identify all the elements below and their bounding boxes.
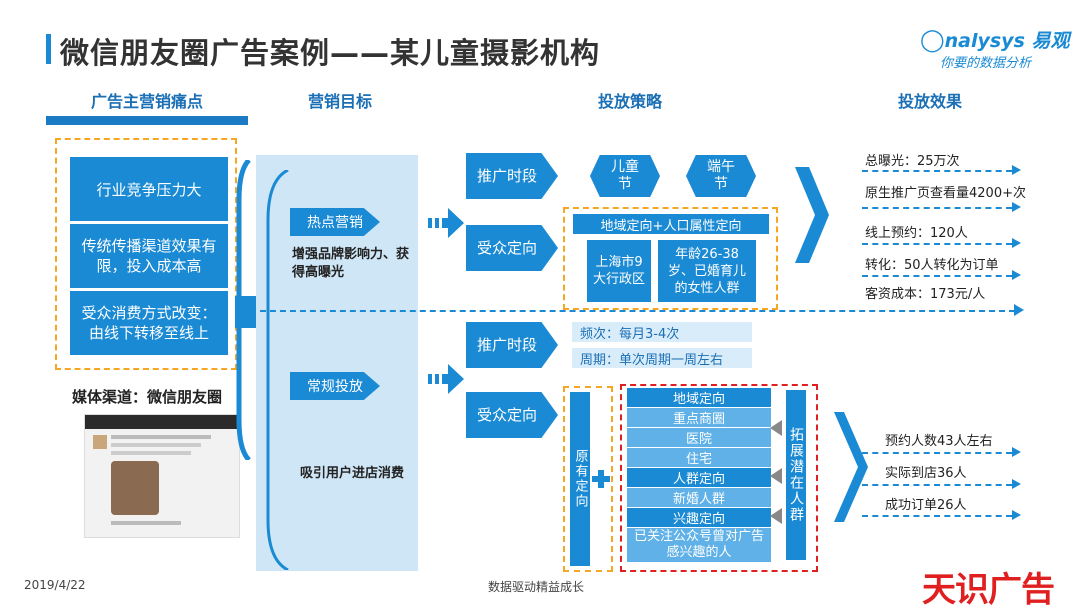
targeting-title: 地域定向+人口属性定向 xyxy=(573,214,769,234)
effect-dashline xyxy=(862,515,1012,517)
header-effect: 投放效果 xyxy=(897,92,962,111)
footer-tagline: 数据驱动精益成长 xyxy=(488,580,585,594)
logo-o-icon: ◯ xyxy=(920,28,945,53)
goal-hot-desc: 增强品牌影响力、获得高曝光 xyxy=(292,247,410,280)
effect-arrow-icon xyxy=(1012,202,1021,212)
effect-arrow-icon xyxy=(1012,165,1021,175)
effect-total-exposure: 总曝光：25万次 xyxy=(865,154,960,169)
effect-dashline xyxy=(862,275,1012,277)
title-accent-bar xyxy=(46,34,51,64)
item-key-business-district: 重点商圈 xyxy=(627,408,771,427)
frequency-tag: 频次：每月3-4次 xyxy=(572,322,752,342)
item-residential: 住宅 xyxy=(627,448,771,467)
effect-store-visits: 实际到店36人 xyxy=(885,466,967,481)
post-text-line xyxy=(111,451,191,455)
item-newlyweds: 新婚人群 xyxy=(627,488,771,507)
item-interest-targeting: 兴趣定向 xyxy=(627,508,771,527)
pain-point-1: 行业竞争压力大 xyxy=(70,157,228,221)
effect-arrow-icon xyxy=(1012,447,1021,457)
festival-childrens-day: 儿童节 xyxy=(590,155,660,197)
effect-dashline xyxy=(862,484,1012,486)
post-text-line xyxy=(111,443,201,447)
header-pain-points: 广告主营销痛点 xyxy=(90,92,203,111)
footer-date: 2019/4/22 xyxy=(24,578,86,592)
strategy-top-audience: 受众定向 xyxy=(466,225,558,271)
pain-points-frame xyxy=(55,138,237,370)
expand-frame xyxy=(620,384,818,572)
item-hospital: 医院 xyxy=(627,428,771,447)
effect-chevron-top xyxy=(795,167,829,263)
goal-hot-marketing: 热点营销 xyxy=(290,208,380,236)
effect-arrow-icon xyxy=(1012,270,1021,280)
phone-status-bar xyxy=(85,415,239,429)
strategy-top-time: 推广时段 xyxy=(466,153,558,199)
effect-arrow-icon xyxy=(1012,510,1021,520)
goal-regular-delivery: 常规投放 xyxy=(290,372,380,400)
effect-bracket-bottom xyxy=(834,412,868,522)
expand-arrow-icon xyxy=(770,468,782,484)
goals-bracket xyxy=(266,170,289,570)
avatar xyxy=(93,435,107,449)
expand-arrow-icon xyxy=(770,508,782,524)
effect-dashline xyxy=(862,207,1012,209)
effect-bookings: 预约人数43人左右 xyxy=(885,434,993,449)
header-strategy: 投放策略 xyxy=(597,92,662,111)
divider-dashed-line xyxy=(240,310,1015,312)
item-crowd-targeting: 人群定向 xyxy=(627,468,771,487)
effect-dashline xyxy=(862,170,1012,172)
logo-brand-text: nalysys 易观 xyxy=(944,30,1070,52)
expand-potential-crowd: 拓展潜在人群 xyxy=(786,390,806,560)
effect-dashline xyxy=(862,243,1012,245)
effect-page-views: 原生推广页查看量4200+次 xyxy=(865,186,1026,201)
strategy-bottom-time: 推广时段 xyxy=(466,322,558,368)
targeting-region: 上海市9大行政区 xyxy=(587,240,651,302)
effect-orders: 成功订单26人 xyxy=(885,498,967,513)
effect-online-bookings: 线上预约：120人 xyxy=(865,226,968,241)
effect-lead-cost: 客资成本：173元/人 xyxy=(865,287,986,302)
strategy-bottom-audience: 受众定向 xyxy=(466,392,558,438)
divider-arrowhead-icon xyxy=(1014,304,1024,316)
period-tag: 周期：单次周期一周左右 xyxy=(572,348,752,368)
plus-icon xyxy=(592,470,610,488)
targeting-demographic: 年龄26-38岁、已婚育儿的女性人群 xyxy=(658,240,756,302)
effect-arrow-icon xyxy=(1012,238,1021,248)
item-followers: 已关注公众号曾对广告感兴趣的人 xyxy=(627,528,771,562)
media-channel-label: 媒体渠道：微信朋友圈 xyxy=(71,388,222,406)
logo-slogan: 你要的数据分析 xyxy=(940,56,1032,71)
footer-brand-logo: 天识广告 xyxy=(922,570,1055,610)
effect-conversion: 转化：50人转化为订单 xyxy=(865,258,999,273)
expand-arrow-icon xyxy=(770,420,782,436)
targeting-frame-top xyxy=(563,207,778,310)
festival-dragon-boat: 端午节 xyxy=(686,155,756,197)
strategy-arrow-bottom xyxy=(428,364,464,394)
pain-point-2: 传统传播渠道效果有限，投入成本高 xyxy=(70,224,228,288)
header-underline xyxy=(46,116,248,125)
item-region-targeting: 地域定向 xyxy=(627,388,771,407)
goal-regular-desc: 吸引用户进店消费 xyxy=(299,466,404,481)
post-text-line xyxy=(111,435,211,439)
strategy-arrow-top xyxy=(428,208,464,238)
existing-targeting: 原有定向 xyxy=(570,392,590,566)
header-goals: 营销目标 xyxy=(307,92,372,111)
analysys-logo: ◯nalysys 易观 xyxy=(920,26,1070,53)
post-caption-line xyxy=(111,521,181,525)
page-title: 微信朋友圈广告案例——某儿童摄影机构 xyxy=(60,36,601,70)
wechat-moments-screenshot xyxy=(84,414,240,538)
child-photo xyxy=(111,461,159,515)
existing-frame xyxy=(563,386,613,572)
pain-point-3: 受众消费方式改变：由线下转移至线上 xyxy=(70,291,228,355)
effect-arrow-icon xyxy=(1012,479,1021,489)
effect-dashline xyxy=(862,452,1012,454)
